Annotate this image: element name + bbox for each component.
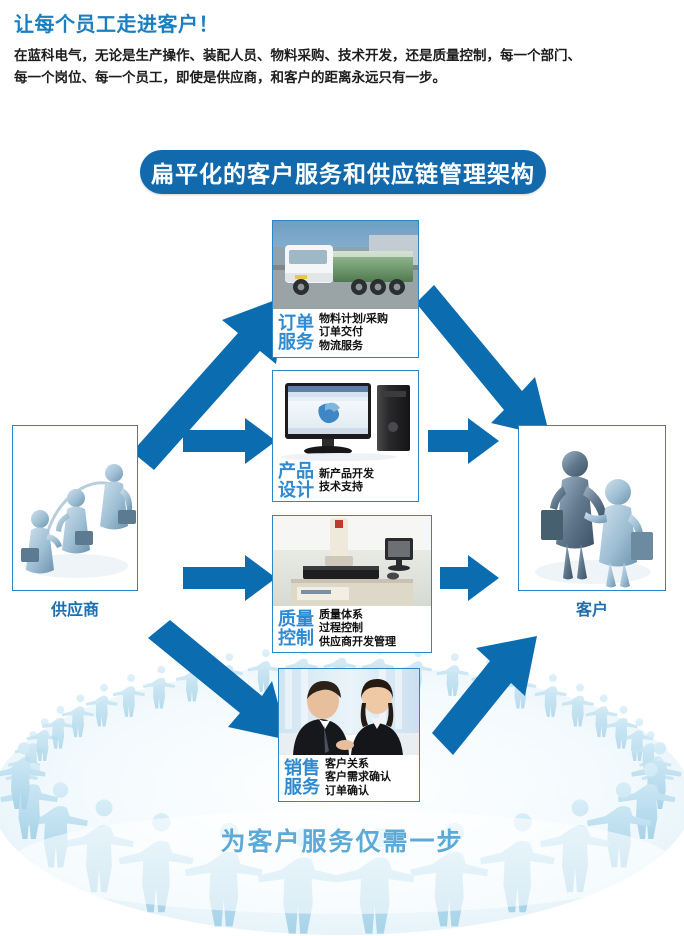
order-service-detail-2: 订单交付: [319, 326, 363, 339]
computer-cad-photo-illustration: [273, 371, 418, 463]
quality-control-title-line2: 控制: [278, 628, 314, 648]
bottom-slogan: 为客户服务仅需一步: [220, 828, 464, 856]
arrow-quality-to-customer: [440, 555, 499, 601]
page-intro-paragraph: 在蓝科电气，无论是生产操作、装配人员、物料采购、技术开发，还是质量控制，每一个部…: [14, 45, 674, 89]
page-title: 让每个员工走进客户！: [14, 14, 219, 36]
sales-service-detail-1: 客户关系: [325, 757, 369, 770]
product-design-detail-2: 技术支持: [319, 481, 363, 493]
crowd-figure: [23, 782, 88, 868]
crowd-figure: [605, 705, 638, 749]
order-service-title-line2: 服务: [278, 332, 314, 352]
flow-arrows: [132, 285, 550, 755]
crowd-figure: [632, 731, 665, 774]
arrow-supplier-to-quality: [183, 555, 276, 601]
crowd-figure: [112, 674, 145, 717]
quality-control-photo: [273, 516, 431, 606]
product-design-title-line2: 设计: [278, 480, 314, 500]
crowd-figure: [0, 742, 46, 810]
product-design-title: 产品 设计: [278, 462, 314, 500]
sales-service-title-line2: 服务: [284, 777, 320, 797]
crowd-figure: [247, 649, 280, 692]
product-design-title-line1: 产品: [278, 461, 314, 481]
sales-service-photo: [279, 669, 419, 755]
crowd-figure: [620, 718, 654, 762]
quality-control-caption: 质量 控制 质量体系 过程控制 供应商开发管理: [273, 606, 431, 652]
crowd-figure: [534, 674, 567, 717]
node-quality-control[interactable]: 质量 控制 质量体系 过程控制 供应商开发管理: [272, 515, 432, 653]
section-banner: 扁平化的客户服务和供应链管理架构: [140, 150, 546, 194]
arrow-sales-to-customer: [432, 636, 537, 755]
sales-service-detail-2: 客户需求确认: [325, 771, 391, 784]
customer-illustration: [519, 426, 665, 590]
crowd-figure: [561, 683, 594, 727]
crowd-figure: [26, 718, 59, 762]
supplier-figure-3: [100, 464, 136, 530]
order-service-photo: [273, 221, 418, 309]
crowd-figure: [617, 762, 676, 840]
node-order-service[interactable]: 订单 服务 物料计划/采购 订单交付 物流服务: [272, 220, 419, 358]
crowd-figure: [175, 658, 209, 702]
quality-control-title-line1: 质量: [278, 609, 314, 629]
supplier-node[interactable]: [12, 425, 138, 591]
crowd-figure: [585, 694, 618, 738]
customer-node[interactable]: [518, 425, 666, 591]
product-design-details: 新产品开发 技术支持: [319, 468, 374, 495]
sales-service-title: 销售 服务: [284, 759, 320, 797]
order-service-detail-1: 物料计划/采购: [319, 312, 389, 325]
quality-control-title: 质量 控制: [278, 610, 314, 648]
sales-meeting-photo-illustration: [279, 669, 419, 755]
customer-figure-1: [541, 451, 607, 580]
arrow-supplier-to-order: [132, 296, 286, 470]
customer-figure-2: [584, 479, 653, 588]
sales-service-details: 客户关系 客户需求确认 订单确认: [325, 758, 391, 799]
crowd-figure: [61, 694, 95, 738]
intro-line-2: 每一个岗位、每一个员工，即使是供应商，和客户的距离永远只有一步。: [14, 70, 446, 85]
order-service-title-line1: 订单: [278, 313, 314, 333]
order-service-detail-3: 物流服务: [319, 339, 363, 352]
order-service-title: 订单 服务: [278, 314, 314, 352]
sales-service-detail-3: 订单确认: [325, 784, 369, 797]
supplier-figure-1: [21, 510, 62, 574]
product-design-detail-1: 新产品开发: [319, 467, 374, 480]
arrow-order-to-customer: [416, 285, 550, 437]
intro-line-1: 在蓝科电气，无论是生产操作、装配人员、物料采购、技术开发，还是质量控制，每一个部…: [14, 48, 581, 63]
crowd-figure: [323, 645, 356, 689]
sales-person-woman: [351, 679, 403, 755]
product-design-caption: 产品 设计 新产品开发 技术支持: [273, 461, 418, 501]
sales-service-title-line1: 销售: [284, 758, 320, 778]
supplier-illustration: [13, 426, 137, 590]
supplier-label: 供应商: [50, 602, 99, 619]
truck-photo-illustration: [273, 221, 418, 309]
product-design-photo: [273, 371, 418, 463]
node-product-design[interactable]: 产品 设计 新产品开发 技术支持: [272, 370, 419, 502]
arrow-design-to-customer: [428, 418, 499, 464]
customer-label: 客户: [575, 602, 608, 619]
arrow-supplier-to-sales: [148, 620, 288, 740]
crowd-figure: [586, 782, 652, 868]
arrow-supplier-to-design: [183, 418, 276, 464]
crowd-figure: [631, 742, 682, 810]
crowd-figure: [142, 665, 176, 709]
crowd-figure: [436, 653, 469, 696]
measuring-machine-photo-illustration: [273, 516, 431, 606]
order-service-caption: 订单 服务 物料计划/采购 订单交付 物流服务: [273, 309, 418, 357]
node-sales-service[interactable]: 销售 服务 客户关系 客户需求确认 订单确认: [278, 668, 420, 802]
crowd-figure: [14, 731, 48, 774]
supplier-figure-2: [56, 489, 93, 554]
crowd-figure: [0, 762, 58, 840]
quality-control-detail-3: 供应商开发管理: [319, 635, 396, 648]
quality-control-detail-1: 质量体系: [319, 608, 363, 621]
sales-person-man: [293, 681, 349, 755]
quality-control-detail-2: 过程控制: [319, 622, 363, 635]
sales-service-caption: 销售 服务 客户关系 客户需求确认 订单确认: [279, 755, 419, 801]
order-service-details: 物料计划/采购 订单交付 物流服务: [319, 313, 388, 354]
section-banner-label: 扁平化的客户服务和供应链管理架构: [151, 161, 535, 187]
crowd-figure: [85, 683, 118, 727]
quality-control-details: 质量体系 过程控制 供应商开发管理: [319, 609, 396, 650]
crowd-figure: [42, 705, 75, 749]
